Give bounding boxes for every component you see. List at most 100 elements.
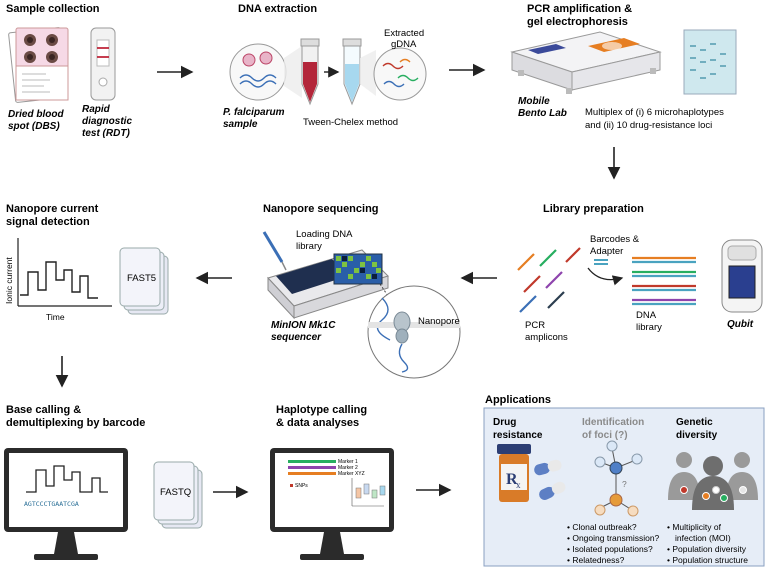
- pipette-icon: [262, 231, 287, 271]
- basecalling-monitor-icon: [4, 448, 128, 560]
- flow-cell-grid-icon: [333, 253, 383, 285]
- dna-library-line2: library: [636, 322, 662, 333]
- applications-title: Applications: [485, 394, 551, 406]
- dbs-card-icon: [8, 27, 69, 103]
- sample-collection-title: Sample collection: [6, 3, 100, 15]
- qubit-device-icon: [721, 239, 763, 313]
- haplotype-monitor-icon: [270, 448, 394, 560]
- method-label: Tween-Chelex method: [303, 117, 398, 128]
- signal-title-line1: Nanopore current: [6, 203, 99, 215]
- marker3-label: Marker XYZ: [338, 471, 365, 477]
- device-label-line2: sequencer: [271, 332, 322, 343]
- device-label-line1: MinION Mk1C: [271, 320, 336, 331]
- section-signal-detection: Nanopore current signal detection Ionic …: [4, 203, 169, 322]
- section-base-calling: Base calling & demultiplexing by barcode…: [4, 404, 203, 560]
- bento-lab-icon: [510, 31, 662, 94]
- marker1-label: Marker 1: [338, 459, 358, 465]
- section-applications: Applications Drug resistance Identificat…: [483, 394, 765, 567]
- arrow-to-library: [587, 267, 624, 286]
- nanopore-label: Nanopore: [418, 316, 460, 327]
- population-people-icon: [668, 452, 758, 510]
- sample-label: sample: [223, 119, 258, 130]
- fastq-file-icon: [153, 461, 203, 529]
- pcr-title-line1: PCR amplification &: [527, 3, 632, 15]
- genetic-bullet: • Population structure: [667, 555, 748, 565]
- section-sample-collection: Sample collection Dried blood spot (DBS)…: [6, 3, 132, 139]
- signal-ylabel: Ionic current: [4, 257, 14, 304]
- dna-library-icon: [632, 256, 696, 306]
- flow-arrows: [55, 63, 621, 499]
- bento-label-line1: Mobile: [518, 96, 550, 107]
- pcr-amplicons-line2: amplicons: [525, 332, 568, 343]
- extracted-label-line1: Extracted: [384, 28, 424, 39]
- foci-title-line2: of foci (?): [582, 430, 628, 441]
- multiplex-line1: Multiplex of (i) 6 microhaplotypes: [585, 107, 724, 118]
- section-library-prep: Library preparation Barcodes & Adapter: [517, 203, 763, 343]
- genetic-bullet-list: • Multiplicity of infection (MOI) • Popu…: [667, 522, 748, 565]
- svg-text:R: R: [506, 471, 518, 488]
- section-nanopore-sequencing: Nanopore sequencing Loading DNA library: [262, 203, 461, 379]
- section-dna-extraction: DNA extraction: [223, 3, 427, 130]
- transmission-network-icon: [594, 440, 643, 517]
- signal-title-line2: signal detection: [6, 216, 90, 228]
- svg-text:x: x: [516, 480, 521, 490]
- section-pcr: PCR amplification & gel electrophoresis …: [510, 3, 737, 131]
- extract-tube-icon: [342, 38, 376, 106]
- rdt-label-line1: Rapid: [82, 104, 111, 115]
- genetic-bullet: • Population diversity: [667, 544, 747, 554]
- barcodes-label-line1: Barcodes &: [590, 234, 640, 245]
- capsule-icons: [534, 459, 566, 500]
- loading-label-line2: library: [296, 241, 322, 252]
- gdna-icon: [373, 47, 427, 101]
- section-haplotype: Haplotype calling & data analyses Marker…: [270, 404, 394, 560]
- drug-title-line1: Drug: [493, 417, 516, 428]
- pcr-title-line2: gel electrophoresis: [527, 16, 628, 28]
- drug-title-line2: resistance: [493, 430, 543, 441]
- barcodes-label-line2: Adapter: [590, 246, 623, 257]
- basecall-sequence: AGTCCCTGAATCGA: [24, 500, 79, 508]
- qubit-label: Qubit: [727, 319, 754, 330]
- dbs-label-line2: spot (DBS): [8, 121, 60, 132]
- haplotype-title-line1: Haplotype calling: [276, 404, 367, 416]
- dna-library-line1: DNA: [636, 310, 657, 321]
- foci-bullet: • Ongoing transmission?: [567, 533, 660, 543]
- dbs-label-line1: Dried blood: [8, 109, 64, 120]
- network-question-mark: ?: [622, 479, 627, 489]
- haplotype-title-line2: & data analyses: [276, 417, 359, 429]
- genetic-title-line2: diversity: [676, 430, 718, 441]
- library-prep-title: Library preparation: [543, 203, 644, 215]
- foci-bullet: • Relatedness?: [567, 555, 625, 565]
- snps-label: SNPs: [295, 483, 308, 489]
- nanopore-zoom-icon: [367, 285, 461, 379]
- signal-xlabel: Time: [46, 312, 65, 322]
- pill-bottle-icon: R x: [497, 444, 531, 502]
- genetic-bullet-cont: infection (MOI): [675, 533, 731, 543]
- ionic-current-trace: [20, 261, 98, 299]
- dna-extraction-title: DNA extraction: [238, 3, 317, 15]
- extracted-label-line2: gDNA: [391, 39, 417, 50]
- fast5-file-icon: [119, 247, 169, 315]
- foci-title-line1: Identification: [582, 417, 644, 428]
- foci-bullet: • Isolated populations?: [567, 544, 653, 554]
- parasite-sample-icon: [229, 43, 302, 101]
- rdt-label-line3: test (RDT): [82, 128, 130, 139]
- blood-tube-icon: [300, 38, 320, 106]
- marker2-label: Marker 2: [338, 465, 358, 471]
- fastq-label: FASTQ: [160, 487, 191, 498]
- foci-bullet-list: • Clonal outbreak? • Ongoing transmissio…: [567, 522, 660, 565]
- adapter-icon: [594, 259, 608, 265]
- pcr-amplicons-line1: PCR: [525, 320, 545, 331]
- basecalling-title-line2: demultiplexing by barcode: [6, 417, 145, 429]
- multiplex-line2: and (ii) 10 drug-resistance loci: [585, 120, 712, 131]
- species-label: P. falciparum: [223, 107, 285, 118]
- nanopore-seq-title: Nanopore sequencing: [263, 203, 379, 215]
- bento-label-line2: Bento Lab: [518, 108, 567, 119]
- gel-image-icon: [683, 29, 737, 95]
- genetic-bullet: • Multiplicity of: [667, 522, 722, 532]
- loading-label-line1: Loading DNA: [296, 229, 353, 240]
- rdt-label-line2: diagnostic: [82, 116, 132, 127]
- basecalling-title-line1: Base calling &: [6, 404, 81, 416]
- pcr-amplicons-icon: [517, 247, 581, 313]
- foci-bullet: • Clonal outbreak?: [567, 522, 637, 532]
